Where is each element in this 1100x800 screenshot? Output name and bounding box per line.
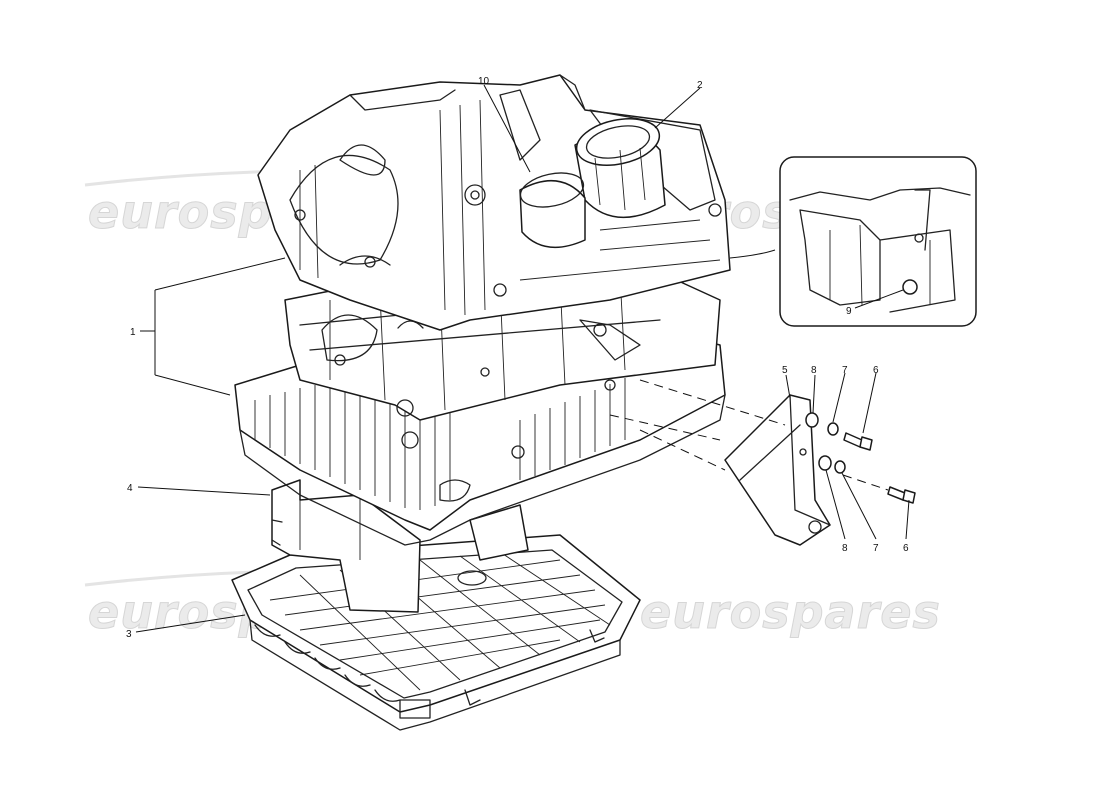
callout-10: 10 xyxy=(478,76,490,87)
mounting-bracket xyxy=(724,394,831,546)
washer-8-lower xyxy=(818,455,832,471)
callout-9: 9 xyxy=(846,306,852,317)
callout-6-upper: 6 xyxy=(873,365,879,376)
washer-8-upper xyxy=(805,412,819,428)
callout-4: 4 xyxy=(127,483,133,494)
washer-7-upper xyxy=(827,422,839,436)
detail-inset xyxy=(779,156,977,327)
hardware xyxy=(805,412,916,504)
bolt-6-upper-shank xyxy=(843,432,863,448)
callout-5: 5 xyxy=(782,365,788,376)
callout-2: 2 xyxy=(697,80,703,91)
callout-1: 1 xyxy=(130,327,136,338)
watermark-bottom-right: eurospares xyxy=(640,585,941,639)
callout-labels: 1 2 3 4 5 6 6 7 7 8 8 9 10 xyxy=(126,76,909,640)
leader-lines xyxy=(135,84,910,633)
callout-7-upper: 7 xyxy=(842,365,848,376)
washer-7-lower xyxy=(834,460,846,474)
callout-7-lower: 7 xyxy=(873,543,879,554)
bolt-6-lower-head xyxy=(902,489,916,504)
alignment-lines xyxy=(609,379,889,491)
bolt-6-upper-head xyxy=(859,436,873,451)
cylinder-liner xyxy=(519,118,666,249)
callout-6-lower: 6 xyxy=(903,543,909,554)
callout-8-lower: 8 xyxy=(842,543,848,554)
bolt-6-lower-shank xyxy=(887,486,906,501)
baffle-gasket xyxy=(271,479,529,613)
callout-3: 3 xyxy=(126,629,132,640)
callout-8-upper: 8 xyxy=(811,365,817,376)
inset-leader xyxy=(729,249,776,259)
oil-pan xyxy=(231,534,641,731)
